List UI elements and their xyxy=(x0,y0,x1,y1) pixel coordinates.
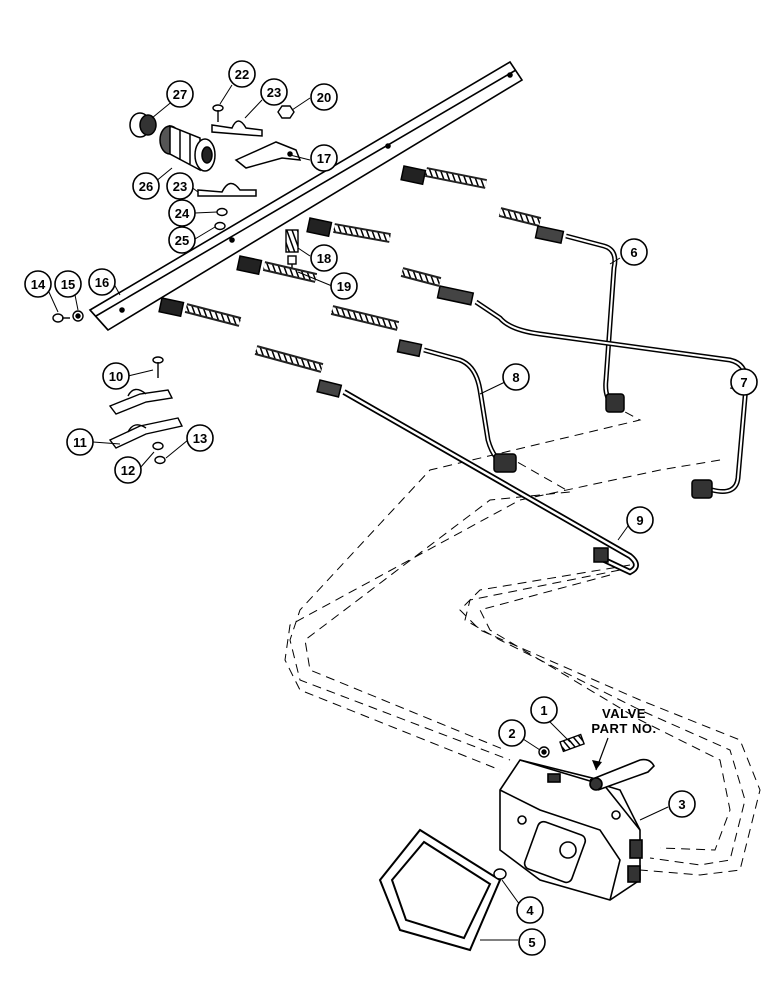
callout-9-label: 9 xyxy=(636,513,643,528)
callouts: 1 2 3 4 5 6 7 8 xyxy=(24,60,758,956)
bolt-10 xyxy=(152,356,164,378)
callout-22: 22 xyxy=(228,60,256,88)
callout-8-label: 8 xyxy=(512,370,519,385)
nut-24 xyxy=(216,207,228,217)
callout-7-label: 7 xyxy=(740,375,747,390)
nut-20 xyxy=(277,105,295,119)
callout-11-label: 11 xyxy=(73,435,87,450)
callout-1: 1 xyxy=(530,696,558,724)
leader-lines xyxy=(47,84,741,941)
callout-9: 9 xyxy=(626,506,654,534)
nut-12 xyxy=(152,441,164,451)
callout-4-label: 4 xyxy=(526,903,534,918)
callout-27-label: 27 xyxy=(173,87,187,102)
callout-26: 26 xyxy=(132,172,160,200)
callout-15-label: 15 xyxy=(61,277,75,292)
callout-12: 12 xyxy=(114,456,142,484)
callout-23-lower: 23 xyxy=(166,172,194,200)
clamp-plate-11-upper xyxy=(108,388,174,415)
callout-25: 25 xyxy=(168,226,196,254)
callout-6-label: 6 xyxy=(630,245,637,260)
callout-12-label: 12 xyxy=(121,463,135,478)
support-rail xyxy=(88,60,524,332)
callout-16-label: 16 xyxy=(95,275,109,290)
hose-6 xyxy=(400,165,625,413)
callout-24: 24 xyxy=(168,199,196,227)
callout-26-label: 26 xyxy=(139,179,153,194)
hose-8 xyxy=(236,255,517,473)
callout-18-label: 18 xyxy=(317,251,331,266)
grommet-27 xyxy=(129,112,157,138)
callout-7: 7 xyxy=(730,368,758,396)
callout-24-label: 24 xyxy=(175,206,190,221)
callout-17-label: 17 xyxy=(317,151,331,166)
callout-2: 2 xyxy=(498,719,526,747)
callout-17: 17 xyxy=(310,144,338,172)
gasket-5 xyxy=(378,828,502,952)
callout-14-label: 14 xyxy=(31,277,46,292)
callout-18: 18 xyxy=(310,244,338,272)
spring-18 xyxy=(285,229,299,253)
callout-2-label: 2 xyxy=(508,726,515,741)
callout-13-label: 13 xyxy=(193,431,207,446)
callout-19-label: 19 xyxy=(337,279,351,294)
callout-20-label: 20 xyxy=(317,90,331,105)
nut-13 xyxy=(154,455,166,465)
callout-5-label: 5 xyxy=(528,935,535,950)
valve-part-no-note: VALVE PART NO. xyxy=(591,706,656,771)
callout-3: 3 xyxy=(668,790,696,818)
note-line-2: PART NO. xyxy=(591,721,656,736)
callout-11: 11 xyxy=(66,428,94,456)
hose-routing-dashed-lines xyxy=(284,404,761,876)
callout-16: 16 xyxy=(88,268,116,296)
callout-14: 14 xyxy=(24,270,52,298)
clamp-23-lower xyxy=(197,182,257,197)
callout-23-lower-label: 23 xyxy=(173,179,187,194)
washer-25 xyxy=(214,221,226,231)
callout-4: 4 xyxy=(516,896,544,924)
callout-20: 20 xyxy=(310,83,338,111)
clamp-23-upper xyxy=(211,120,263,137)
clamp-plate-11-lower xyxy=(108,417,184,449)
callout-22-label: 22 xyxy=(235,67,249,82)
callout-15: 15 xyxy=(54,270,82,298)
callout-10-label: 10 xyxy=(109,369,123,384)
hose-7 xyxy=(306,217,749,499)
nut-4 xyxy=(493,868,507,880)
washer-2 xyxy=(538,746,550,758)
callout-13: 13 xyxy=(186,424,214,452)
coupler-26 xyxy=(159,124,216,172)
washer-15 xyxy=(72,310,84,322)
callout-19: 19 xyxy=(330,272,358,300)
callout-25-label: 25 xyxy=(175,233,189,248)
callout-3-label: 3 xyxy=(678,797,685,812)
callout-10: 10 xyxy=(102,362,130,390)
callout-23-upper: 23 xyxy=(260,78,288,106)
bolt-14 xyxy=(52,313,70,323)
bolt-1 xyxy=(559,733,585,753)
callout-1-label: 1 xyxy=(540,703,547,718)
callout-27: 27 xyxy=(166,80,194,108)
screw-22 xyxy=(212,104,224,122)
note-line-1: VALVE xyxy=(602,706,646,721)
control-valve-3 xyxy=(499,758,655,901)
callout-5: 5 xyxy=(518,928,546,956)
callout-8: 8 xyxy=(502,363,530,391)
callout-6: 6 xyxy=(620,238,648,266)
hose-9 xyxy=(158,297,639,576)
callout-23-upper-label: 23 xyxy=(267,85,281,100)
